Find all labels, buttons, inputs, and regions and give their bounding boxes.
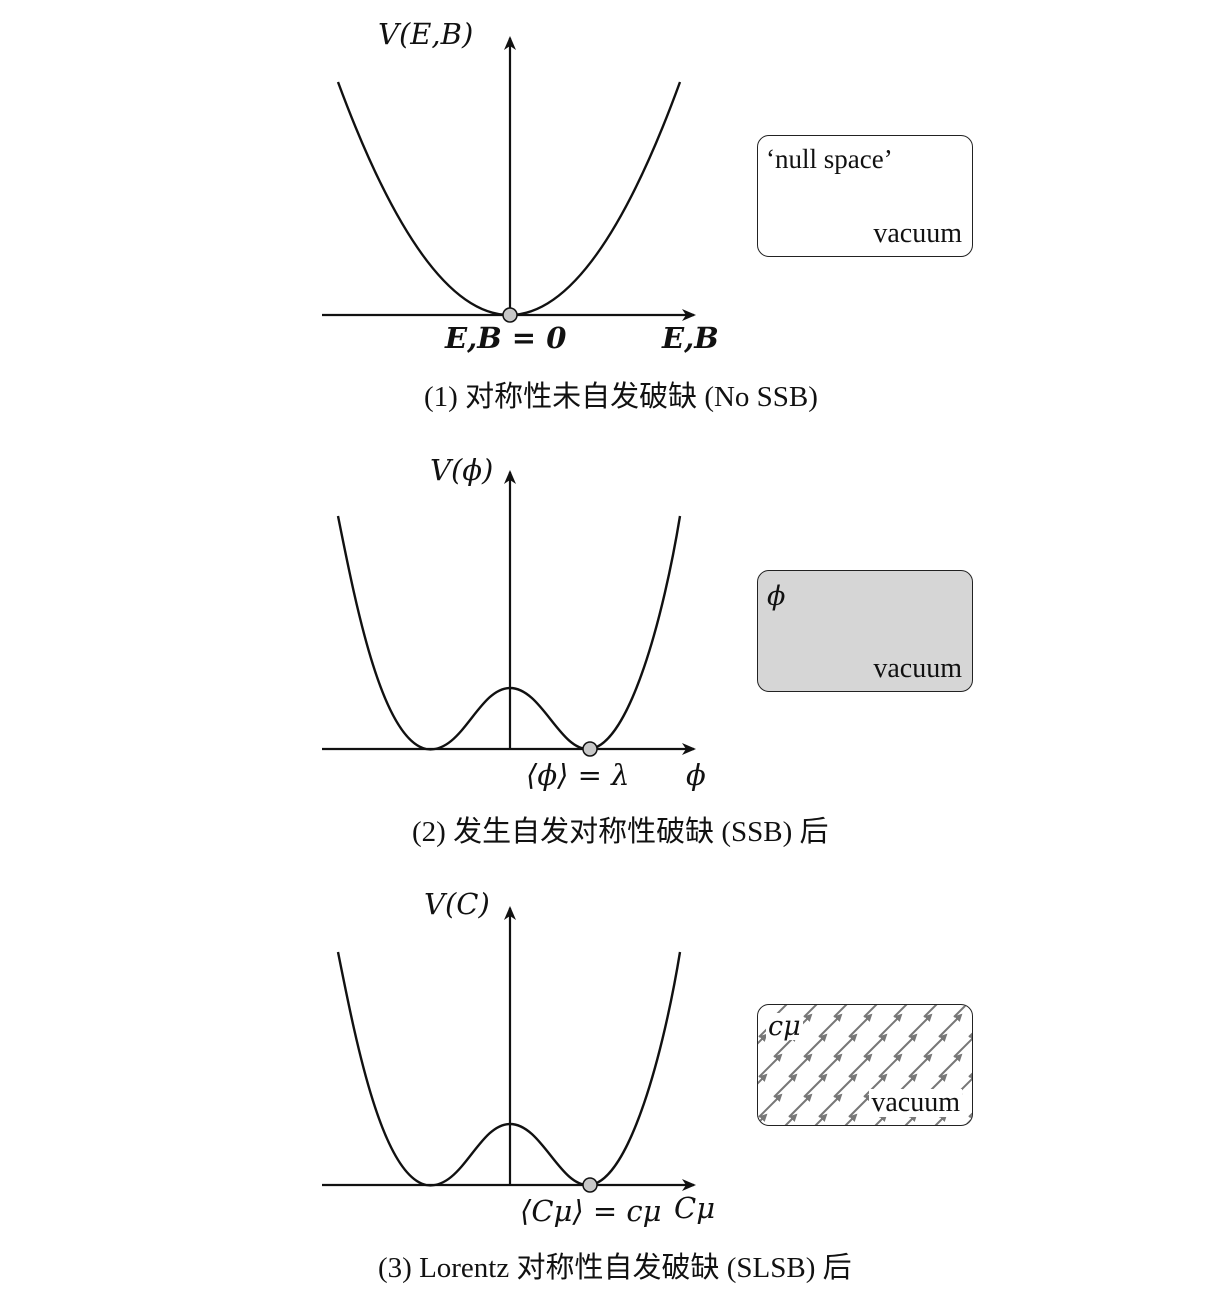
vacuum-corner-label: ϕ: [767, 581, 786, 612]
field-arrow: [773, 1073, 798, 1098]
caption: (2) 发生自发对称性破缺 (SSB) 后: [412, 816, 829, 848]
field-arrow: [953, 1033, 972, 1058]
vacuum-label: vacuum: [873, 218, 962, 249]
field-arrow: [968, 1032, 972, 1038]
field-arrow: [863, 1005, 878, 1018]
field-arrow: [908, 1013, 933, 1038]
field-arrow: [833, 1005, 848, 1018]
x-axis-label: ϕ: [686, 758, 706, 792]
caption: (1) 对称性未自发破缺 (No SSB): [424, 381, 818, 413]
y-axis-label: V(E,B): [378, 17, 474, 51]
potential-curve: [336, 515, 682, 751]
field-arrow: [908, 1053, 933, 1078]
vacuum-label: vacuum: [869, 1087, 962, 1118]
field-arrow: [803, 1033, 828, 1058]
field-arrow: [833, 1073, 858, 1098]
field-arrow: [848, 1013, 873, 1038]
field-arrow: [938, 1013, 963, 1038]
field-arrow: [848, 1053, 873, 1078]
y-axis-label: V(C): [424, 887, 490, 921]
panel-slsb: V(C) ⟨Cμ⟩ = cμ Cμ cμ vacuum (3) Lorentz …: [0, 870, 1232, 1300]
field-arrow: [923, 1005, 938, 1018]
field-arrow: [844, 1113, 858, 1125]
field-arrow: [904, 1113, 918, 1125]
field-arrow: [863, 1073, 888, 1098]
vacuum-corner-label: cμ: [766, 1011, 803, 1042]
field-arrow: [818, 1013, 843, 1038]
field-arrow: [814, 1113, 828, 1125]
x-axis-label: Cμ: [674, 1191, 716, 1225]
field-arrow: [757, 1004, 766, 1017]
x-axis-label: E,B: [662, 321, 719, 355]
field-arrow: [968, 1112, 972, 1118]
vacuum-box-null-space: ‘null space’ vacuum: [757, 135, 973, 257]
min-label: ⟨Cμ⟩ = cμ: [520, 1194, 662, 1228]
vacuum-label: vacuum: [873, 653, 962, 684]
field-arrow: [788, 1053, 813, 1078]
field-arrow: [803, 1073, 828, 1098]
field-arrow: [758, 1073, 768, 1085]
field-arrow: [874, 1113, 888, 1125]
field-arrow: [934, 1113, 948, 1125]
field-arrow: [758, 1113, 768, 1125]
vacuum-marker: [502, 307, 518, 323]
field-arrow: [848, 1093, 873, 1118]
field-arrow: [833, 1033, 858, 1058]
vacuum-marker: [582, 1177, 598, 1193]
field-arrow: [788, 1093, 813, 1118]
vacuum-box-vector-field: cμ vacuum: [757, 1004, 973, 1126]
field-arrow: [968, 1072, 972, 1078]
field-arrow: [818, 1053, 843, 1078]
potential-plot-2: [322, 470, 696, 757]
y-axis-label: V(ϕ): [430, 453, 494, 487]
min-label: E,B = 0: [445, 321, 567, 355]
field-arrow: [893, 1033, 918, 1058]
field-arrow: [863, 1033, 888, 1058]
potential-plot-1: [322, 36, 696, 323]
vacuum-box-scalar: ϕ vacuum: [757, 570, 973, 692]
field-arrow: [878, 1013, 903, 1038]
field-arrow: [758, 1033, 768, 1045]
field-arrow: [784, 1113, 798, 1125]
panel-ssb: V(ϕ) ⟨ϕ⟩ = λ ϕ ϕ vacuum (2) 发生自发对称性破缺 (S…: [0, 434, 1232, 864]
vacuum-marker: [582, 741, 598, 757]
field-arrow: [893, 1005, 908, 1018]
potential-plot-3: [322, 906, 696, 1193]
field-arrow: [803, 1005, 818, 1018]
field-arrow: [878, 1053, 903, 1078]
field-arrow: [758, 1093, 783, 1118]
potential-curve: [336, 951, 682, 1187]
field-arrow: [953, 1005, 968, 1018]
field-arrow: [923, 1033, 948, 1058]
field-arrow: [818, 1093, 843, 1118]
field-arrow: [938, 1053, 963, 1078]
panel-no-ssb: V(E,B) E,B = 0 E,B ‘null space’ vacuum (…: [0, 0, 1232, 430]
min-label: ⟨ϕ⟩ = λ: [526, 758, 630, 792]
caption: (3) Lorentz 对称性自发破缺 (SLSB) 后: [378, 1252, 852, 1284]
vacuum-corner-label: ‘null space’: [766, 144, 893, 174]
field-arrow: [758, 1053, 783, 1078]
